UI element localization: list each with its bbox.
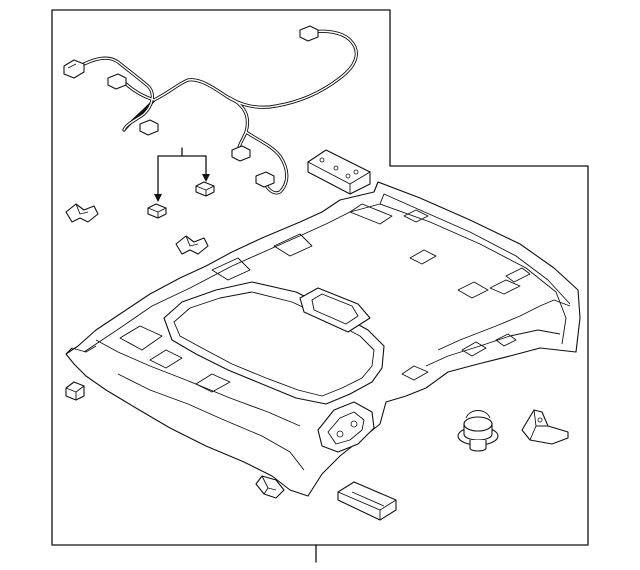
clip-lower-left: [65, 381, 85, 401]
connector-left: [63, 59, 85, 79]
connector-upper-right: [299, 25, 319, 42]
retainer-middle: [175, 235, 209, 255]
front-lamp-cutout: [317, 401, 375, 453]
clip-b: [195, 181, 215, 197]
clip-a: [147, 203, 167, 219]
dome-lamp-bracket: [337, 481, 397, 521]
hook-fastener: [521, 409, 569, 445]
connector-small-a: [107, 73, 127, 90]
retainer-upper: [65, 203, 99, 223]
diagram-frame: [51, 9, 589, 546]
push-retainer: [457, 410, 499, 452]
mounting-bracket: [307, 149, 371, 195]
overhead-console-cutout: [299, 287, 371, 333]
clip-callout-leaders: [154, 147, 210, 202]
connector-small-d: [255, 171, 275, 188]
headliner-panel: [65, 181, 581, 497]
connector-small-b: [139, 119, 159, 136]
clip-front: [255, 475, 285, 499]
connector-small-c: [231, 145, 251, 162]
wiring-harness: [63, 25, 358, 195]
